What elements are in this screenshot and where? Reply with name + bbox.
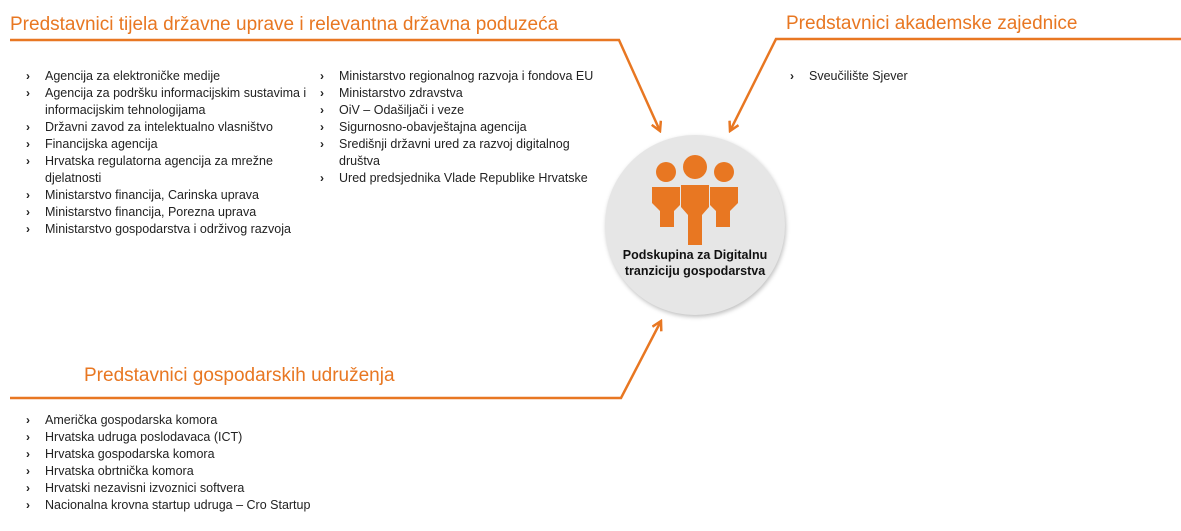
chevron-right-icon: › — [26, 69, 30, 83]
list-item: › Ministarstvo financija, Carinska uprava — [26, 187, 316, 204]
list-item-text: Hrvatska regulatorna agencija za mrežne … — [45, 154, 273, 185]
list-item-text: Agencija za elektroničke medije — [45, 69, 221, 83]
list-item: › Hrvatska udruga poslodavaca (ICT) — [26, 429, 426, 446]
list-item-text: Hrvatska obrtnička komora — [45, 464, 194, 478]
list-item: › Hrvatska obrtnička komora — [26, 463, 426, 480]
list-item: › Hrvatska regulatorna agencija za mrežne… — [26, 153, 316, 187]
list-item-text: Američka gospodarska komora — [45, 413, 218, 427]
chevron-right-icon: › — [26, 205, 30, 219]
list-item: › Sigurnosno-obavještajna agencija — [320, 119, 610, 136]
chevron-right-icon: › — [320, 171, 324, 185]
list-item: › Financijska agencija — [26, 136, 316, 153]
chevron-right-icon: › — [26, 464, 30, 478]
business-heading: Predstavnici gospodarskih udruženja — [84, 365, 395, 386]
list-item-text: OiV – Odašiljači i veze — [339, 103, 465, 117]
list-item: › Agencija za podršku informacijskim sust… — [26, 85, 316, 119]
chevron-right-icon: › — [26, 447, 30, 461]
list-item: › OiV – Odašiljači i veze — [320, 102, 610, 119]
list-item: › Nacionalna krovna startup udruga – Cro … — [26, 497, 426, 514]
chevron-right-icon: › — [26, 430, 30, 444]
subgroup-label: Podskupina za Digitalnu tranziciju gospo… — [605, 247, 785, 279]
list-item-text: Sveučilište Sjever — [809, 69, 908, 83]
list-item-text: Hrvatska udruga poslodavaca (ICT) — [45, 430, 243, 444]
chevron-right-icon: › — [320, 137, 324, 151]
chevron-right-icon: › — [26, 498, 30, 512]
list-item: › Državni zavod za intelektualno vlasništ… — [26, 119, 316, 136]
list-item: › Središnji državni ured za razvoj digita… — [320, 136, 610, 170]
government-list-column-2: › Ministarstvo regionalnog razvoja i fond… — [320, 68, 610, 187]
chevron-right-icon: › — [320, 103, 324, 117]
chevron-right-icon: › — [320, 120, 324, 134]
chevron-right-icon: › — [790, 69, 794, 83]
chevron-right-icon: › — [320, 69, 324, 83]
subgroup-label-line-1: Podskupina za Digitalnu — [622, 248, 768, 262]
list-item-text: Sigurnosno-obavještajna agencija — [339, 120, 527, 134]
list-item-text: Ministarstvo regionalnog razvoja i fondo… — [339, 69, 594, 83]
chevron-right-icon: › — [320, 86, 324, 100]
chevron-right-icon: › — [26, 188, 30, 202]
government-connector — [10, 38, 660, 131]
list-item-text: Agencija za podršku informacijskim susta… — [45, 86, 307, 117]
list-item: › Ministarstvo zdravstva — [320, 85, 610, 102]
chevron-right-icon: › — [26, 154, 30, 168]
list-item: › Agencija za elektroničke medije — [26, 68, 316, 85]
academic-heading: Predstavnici akademske zajednice — [786, 13, 1078, 34]
chevron-right-icon: › — [26, 481, 30, 495]
chevron-right-icon: › — [26, 222, 30, 236]
list-item: › Američka gospodarska komora — [26, 412, 426, 429]
academic-list: › Sveučilište Sjever — [790, 68, 1040, 85]
list-item: › Hrvatska gospodarska komora — [26, 446, 426, 463]
subgroup-label-line-2: tranziciju gospodarstva — [624, 264, 766, 278]
government-list-column-1: › Agencija za elektroničke medije › Agencij… — [26, 68, 316, 238]
list-item-text: Ministarstvo financija, Carinska uprava — [45, 188, 259, 202]
group-people-icon — [652, 155, 738, 245]
subgroup-circle: Podskupina za Digitalnu tranziciju gospo… — [605, 135, 785, 315]
list-item-text: Državni zavod za intelektualno vlasništv… — [45, 120, 273, 134]
list-item-text: Financijska agencija — [45, 137, 158, 151]
list-item: › Ministarstvo financija, Porezna uprava — [26, 204, 316, 221]
business-connector — [10, 321, 661, 400]
list-item: › Ured predsjednika Vlade Republike Hrvat… — [320, 170, 610, 187]
chevron-right-icon: › — [26, 137, 30, 151]
list-item: › Ministarstvo gospodarstva i održivog ra… — [26, 221, 316, 238]
list-item-text: Nacionalna krovna startup udruga – Cro S… — [45, 498, 311, 512]
list-item-text: Ministarstvo zdravstva — [339, 86, 463, 100]
academic-connector — [730, 37, 1181, 131]
list-item-text: Ministarstvo gospodarstva i održivog raz… — [45, 222, 291, 236]
list-item-text: Ured predsjednika Vlade Republike Hrvats… — [339, 171, 588, 185]
list-item: › Sveučilište Sjever — [790, 68, 1040, 85]
list-item-text: Hrvatska gospodarska komora — [45, 447, 215, 461]
chevron-right-icon: › — [26, 120, 30, 134]
list-item-text: Ministarstvo financija, Porezna uprava — [45, 205, 257, 219]
list-item-text: Središnji državni ured za razvoj digital… — [339, 137, 570, 168]
chevron-right-icon: › — [26, 413, 30, 427]
business-list: › Američka gospodarska komora › Hrvatska ud… — [26, 412, 426, 514]
list-item: › Ministarstvo regionalnog razvoja i fond… — [320, 68, 610, 85]
chevron-right-icon: › — [26, 86, 30, 100]
list-item: › Hrvatski nezavisni izvoznici softvera — [26, 480, 426, 497]
government-heading: Predstavnici tijela državne uprave i rel… — [10, 14, 559, 35]
list-item-text: Hrvatski nezavisni izvoznici softvera — [45, 481, 245, 495]
